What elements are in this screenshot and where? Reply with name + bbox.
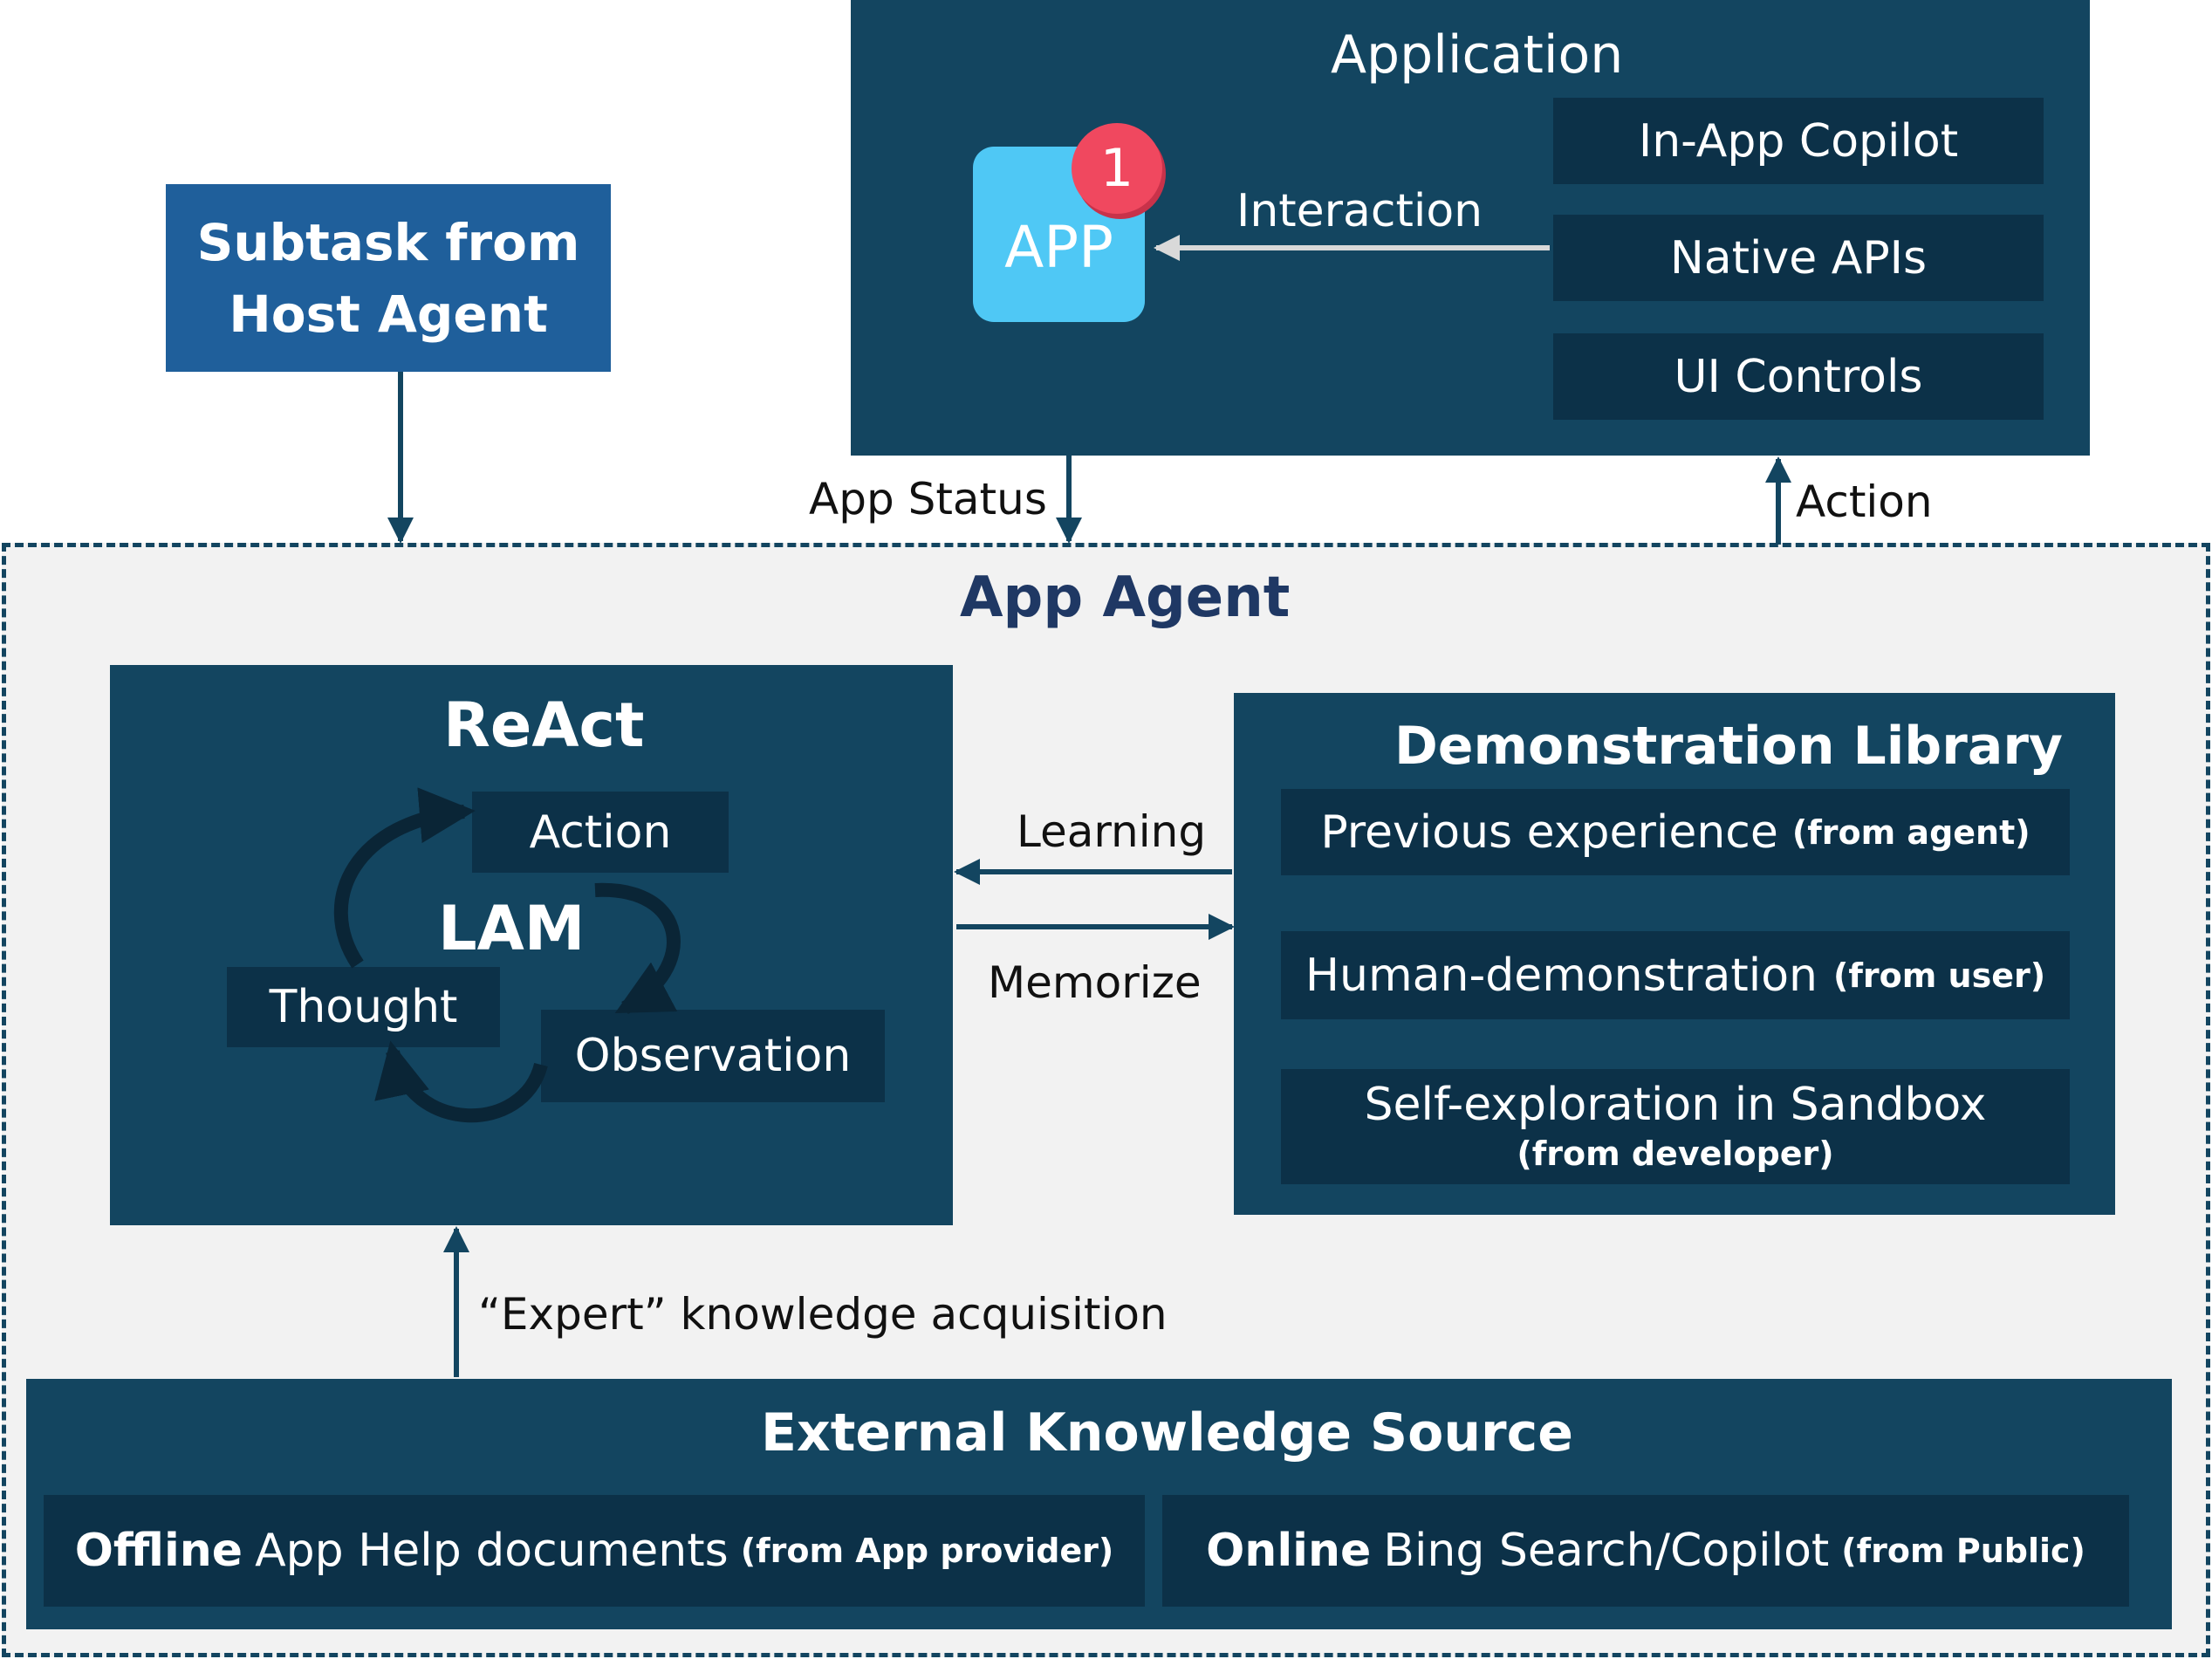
offline-text: App Help documents <box>255 1525 729 1577</box>
learning-label: Learning <box>1017 806 1207 857</box>
react-observation-box: Observation <box>541 1010 885 1102</box>
ui-controls-label: UI Controls <box>1674 350 1923 403</box>
in-app-copilot-label: In-App Copilot <box>1638 114 1959 168</box>
online-source: (from Public) <box>1841 1532 2085 1570</box>
notification-count: 1 <box>1099 138 1134 199</box>
previous-experience-label: Previous experience <box>1320 806 1778 859</box>
demonstration-library-title: Demonstration Library <box>1394 716 2064 777</box>
app-icon: APP <box>973 147 1145 322</box>
offline-bold: Offline <box>74 1525 243 1577</box>
lam-label: LAM <box>438 893 586 964</box>
subtask-line1: Subtask from <box>196 212 580 272</box>
app-agent-title: App Agent <box>960 566 1291 630</box>
action-flow-label: Action <box>1796 476 1933 527</box>
native-apis-label: Native APIs <box>1669 231 1928 284</box>
offline-source: (from App provider) <box>740 1532 1114 1570</box>
self-exploration-source: (from developer) <box>1517 1135 1834 1173</box>
react-box <box>110 665 953 1225</box>
memorize-label: Memorize <box>988 957 1202 1008</box>
native-apis-box: Native APIs <box>1553 215 2044 301</box>
self-exploration-label: Self-exploration in Sandbox <box>1364 1079 1987 1131</box>
offline-docs-box: Offline App Help documents (from App pro… <box>44 1495 1145 1607</box>
online-text: Bing Search/Copilot <box>1383 1525 1830 1577</box>
human-demonstration-box: Human-demonstration (from user) <box>1281 931 2070 1019</box>
application-title: Application <box>1331 24 1624 86</box>
human-demonstration-source: (from user) <box>1832 956 2046 995</box>
ui-controls-box: UI Controls <box>1553 333 2044 420</box>
react-observation-label: Observation <box>574 1030 852 1082</box>
expert-knowledge-label: “Expert” knowledge acquisition <box>478 1289 1168 1340</box>
react-thought-label: Thought <box>269 981 458 1033</box>
app-status-label: App Status <box>809 474 1047 524</box>
app-icon-label: APP <box>1004 214 1113 281</box>
notification-badge: 1 <box>1072 123 1162 214</box>
online-bold: Online <box>1206 1525 1372 1577</box>
react-action-box: Action <box>472 792 729 873</box>
online-search-box: Online Bing Search/Copilot (from Public) <box>1162 1495 2129 1607</box>
self-exploration-box: Self-exploration in Sandbox (from develo… <box>1281 1069 2070 1184</box>
react-action-label: Action <box>529 806 672 859</box>
external-knowledge-title: External Knowledge Source <box>761 1402 1573 1464</box>
subtask-line2: Host Agent <box>229 284 548 344</box>
previous-experience-box: Previous experience (from agent) <box>1281 789 2070 875</box>
interaction-label: Interaction <box>1236 185 1483 237</box>
react-thought-box: Thought <box>227 967 500 1047</box>
in-app-copilot-box: In-App Copilot <box>1553 98 2044 184</box>
react-title: ReAct <box>443 689 645 761</box>
previous-experience-source: (from agent) <box>1791 812 2031 852</box>
human-demonstration-label: Human-demonstration <box>1305 949 1818 1002</box>
subtask-box: Subtask from Host Agent <box>166 184 611 372</box>
